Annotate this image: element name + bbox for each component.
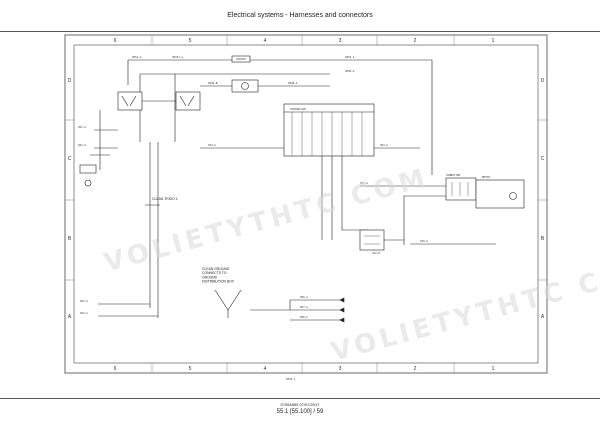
grid-row-label-right: B xyxy=(541,236,545,242)
grid-column-label-bottom: 3 xyxy=(339,366,342,372)
svg-text:MOTOR: MOTOR xyxy=(482,175,490,179)
connector-right-a xyxy=(445,177,477,201)
svg-text:CONNECTOR: CONNECTOR xyxy=(446,173,460,177)
footer-document-code: 57064869 07/07/2017 xyxy=(280,402,320,407)
svg-text:X049-B: X049-B xyxy=(208,81,218,85)
svg-text:X01-A: X01-A xyxy=(78,125,86,129)
relay-right xyxy=(175,91,201,111)
svg-text:X61-A: X61-A xyxy=(80,299,88,303)
grid-column-label-bottom: 4 xyxy=(264,366,267,372)
grid-column-label-top: 5 xyxy=(189,38,192,44)
grid-row-label-right: C xyxy=(541,156,545,162)
watermark: VOLIETYTHTC COM VOLIETYTHTC COM xyxy=(101,163,600,368)
footer-rule xyxy=(0,398,600,399)
svg-text:X02-A: X02-A xyxy=(78,143,86,147)
svg-text:CB101 A: CB101 A xyxy=(172,55,183,59)
left-ground-circle xyxy=(84,179,92,187)
svg-text:X29-A: X29-A xyxy=(420,239,428,243)
svg-text:X051-A: X051-A xyxy=(132,55,142,59)
svg-text:VOLIETYTHTC COM: VOLIETYTHTC COM xyxy=(328,252,600,368)
svg-text:X06-A: X06-A xyxy=(300,295,308,299)
wiring-lines xyxy=(79,55,525,323)
grid-column-label-top: 6 xyxy=(114,38,117,44)
svg-text:X22-B: X22-B xyxy=(372,251,380,255)
svg-text:X62-A: X62-A xyxy=(80,311,88,315)
svg-text:X08-A: X08-A xyxy=(300,315,308,319)
left-connector xyxy=(79,164,97,174)
diagram-inner-frame xyxy=(73,44,539,364)
svg-text:X052 A: X052 A xyxy=(345,55,355,59)
motor-symbol xyxy=(509,192,517,200)
header-rule xyxy=(0,31,600,32)
svg-text:X050-A: X050-A xyxy=(345,69,355,73)
svg-text:X31-A: X31-A xyxy=(360,181,368,185)
control-module xyxy=(283,103,375,157)
svg-text:X03-A: X03-A xyxy=(380,143,388,147)
svg-text:VOLIETYTHTC COM: VOLIETYTHTC COM xyxy=(101,163,432,279)
relay-left xyxy=(117,91,143,111)
grid-column-label-top: 1 xyxy=(492,38,495,44)
bottom-reference: X052_1 xyxy=(286,377,296,381)
grid-row-label-left: D xyxy=(68,78,72,84)
grid-column-label-bottom: 2 xyxy=(414,366,417,372)
grid-column-label-top: 4 xyxy=(264,38,267,44)
svg-text:X44-A: X44-A xyxy=(208,143,216,147)
grid-row-label-left: A xyxy=(68,314,72,320)
grid-row-label-left: C xyxy=(68,156,72,162)
grid-column-label-bottom: 5 xyxy=(189,366,192,372)
grid-column-label-bottom: 6 xyxy=(114,366,117,372)
diagram-frame xyxy=(64,34,548,374)
grid-column-label-top: 3 xyxy=(339,38,342,44)
connector-right-b xyxy=(475,179,525,209)
page-title: Electrical systems - Harnesses and conne… xyxy=(227,12,373,19)
connector-mid-lower xyxy=(359,229,385,251)
grid-column-label-top: 2 xyxy=(414,38,417,44)
grid-row-label-right: A xyxy=(541,314,545,320)
svg-text:X07-A: X07-A xyxy=(300,305,308,309)
splice-label: CLEAN TRIGO 1 xyxy=(152,197,178,201)
footer-page-number: 55.1 [55.100] / 59 xyxy=(276,409,324,415)
svg-text:X048-A: X048-A xyxy=(288,81,298,85)
grid-row-label-left: B xyxy=(68,236,72,242)
grid-column-label-bottom: 1 xyxy=(492,366,495,372)
grid-row-label-right: D xyxy=(541,78,545,84)
svg-text:CONTROLLER: CONTROLLER xyxy=(290,107,306,111)
